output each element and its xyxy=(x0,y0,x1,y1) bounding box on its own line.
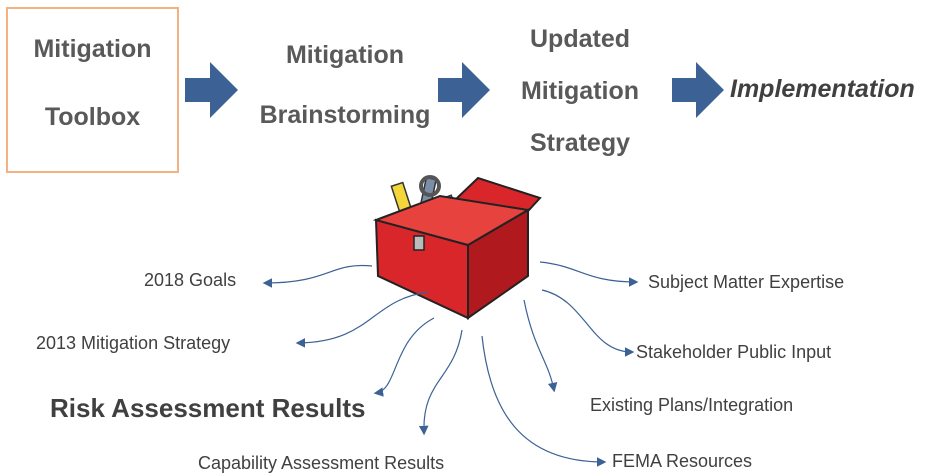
label-risk-assessment-results: Risk Assessment Results xyxy=(50,393,366,423)
connector-sme xyxy=(539,261,639,287)
connector-risk xyxy=(373,317,435,397)
step3-line1: Updated xyxy=(530,25,630,53)
connector-plans xyxy=(523,299,558,393)
label-2018-goals: 2018 Goals xyxy=(144,270,237,290)
step-mitigation-toolbox: Mitigation Toolbox xyxy=(6,28,179,138)
label-2013-mitigation-strategy: 2013 Mitigation Strategy xyxy=(36,333,231,353)
step-updated-mitigation-strategy: Updated Mitigation Strategy xyxy=(490,13,670,169)
step1-line1: Mitigation xyxy=(33,35,152,63)
label-capability-assessment-results: Capability Assessment Results xyxy=(198,453,445,473)
connector-capability xyxy=(418,329,463,436)
connector-2013-strategy xyxy=(295,291,429,348)
connector-stakeholder xyxy=(541,289,635,357)
step-implementation: Implementation xyxy=(730,75,915,103)
label-fema-resources: FEMA Resources xyxy=(612,451,753,471)
step3-line2: Mitigation xyxy=(520,77,640,105)
flow-arrow-1 xyxy=(185,62,238,118)
step2-line1: Mitigation xyxy=(285,41,405,69)
toolbox-icon xyxy=(372,175,542,320)
step1-line2: Toolbox xyxy=(44,103,141,131)
label-stakeholder-public-input: Stakeholder Public Input xyxy=(636,342,832,362)
step-mitigation-brainstorming: Mitigation Brainstorming xyxy=(240,34,450,136)
mitigation-toolbox-box xyxy=(6,7,179,173)
flow-arrow-2 xyxy=(438,62,490,118)
connector-goals xyxy=(262,264,373,288)
step3-line3: Strategy xyxy=(529,129,631,157)
flow-arrow-3 xyxy=(672,62,724,118)
label-subject-matter-expertise: Subject Matter Expertise xyxy=(648,272,845,292)
step2-line2: Brainstorming xyxy=(259,101,431,129)
label-existing-plans-integration: Existing Plans/Integration xyxy=(590,395,794,415)
connector-fema xyxy=(481,335,607,467)
